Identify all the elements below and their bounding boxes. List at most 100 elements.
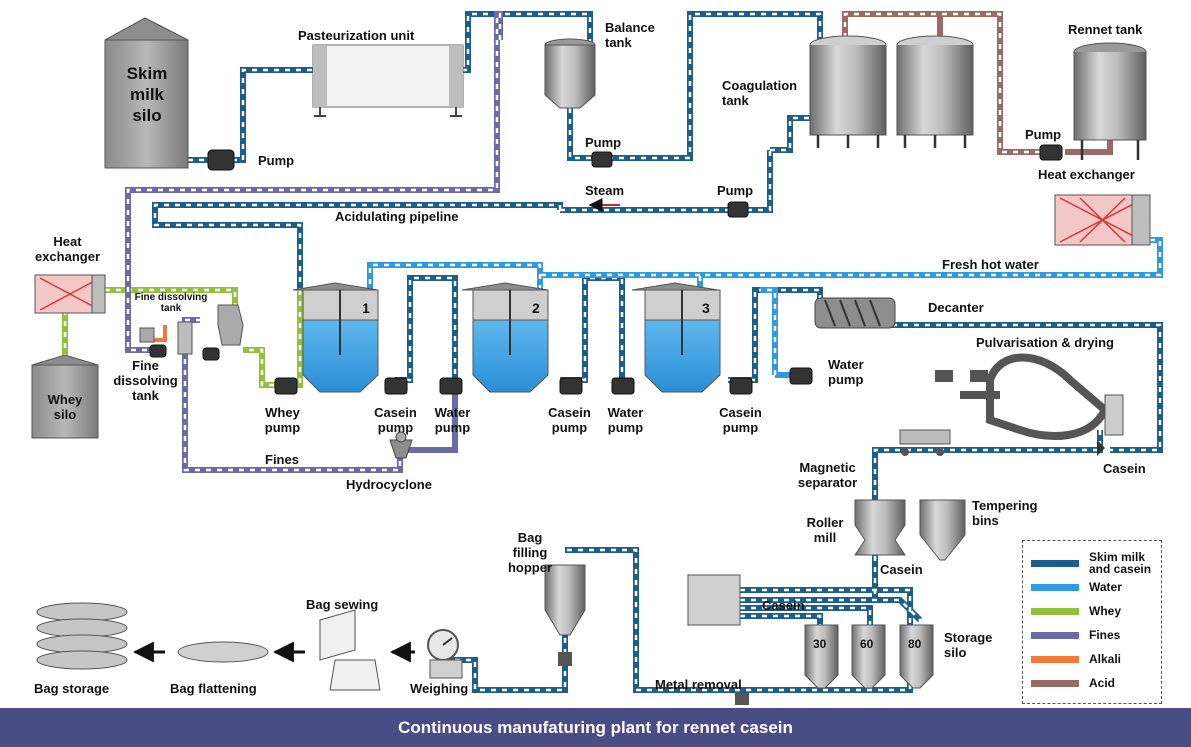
pump-balance: [591, 151, 613, 168]
legend-label: Acid: [1089, 676, 1116, 690]
coagulation-tank-1: [809, 35, 887, 148]
pumps: [149, 144, 1063, 395]
wash-tank-3: [631, 282, 721, 393]
label-fines: Fines: [265, 452, 299, 467]
bag-sewing-machine: [319, 609, 381, 691]
label-skim-milk-silo: Skim milk silo: [126, 64, 168, 125]
skim-milk-silo: [104, 17, 189, 169]
label-roller-mill: Roller mill: [806, 515, 844, 545]
dryer-details: [899, 370, 1124, 456]
pump-water-1: [439, 377, 463, 395]
pump-water-2: [611, 377, 635, 395]
legend-swatch: [1031, 655, 1079, 663]
label-fine-dissolving-tank-top: Fine dissolving tank: [134, 292, 208, 314]
weighing-scale: [427, 629, 463, 679]
label-metal-removal: Metal removal: [655, 677, 742, 692]
pump-whey: [274, 377, 298, 395]
label-pulvarisation-drying: Pulvarisation & drying: [976, 335, 1114, 350]
pump-casein-3: [729, 377, 753, 395]
bag-filling-hopper: [544, 564, 586, 666]
decanter: [814, 297, 896, 329]
pasteurization-unit: [312, 44, 464, 117]
label-pump-4: Pump: [1025, 127, 1062, 142]
legend-label: Skim milk and casein: [1089, 550, 1152, 576]
legend-item-water: Water: [1031, 581, 1122, 593]
label-heat-exchanger-left: Heat exchanger: [34, 234, 101, 264]
pump-rennet: [1039, 144, 1063, 161]
label-whey-silo: Whey silo: [47, 392, 83, 422]
wash-tank-1: [292, 282, 379, 393]
tank-number-2: 2: [532, 300, 540, 316]
whey-silo: [31, 354, 99, 439]
pump-skim: [207, 149, 235, 171]
label-casein-silos: Casein: [762, 598, 805, 613]
legend-label: Fines: [1089, 628, 1121, 642]
pulverisation-dryer: [960, 353, 1110, 440]
bag-stack: [36, 602, 128, 670]
silo-number-80: 80: [908, 637, 922, 651]
label-whey-pump: Whey pump: [264, 405, 301, 435]
storage-silos: [804, 624, 934, 689]
tank-number-1: 1: [362, 300, 370, 316]
label-bag-storage: Bag storage: [34, 681, 110, 696]
label-casein-pump-1: Casein pump: [374, 405, 417, 435]
legend-item-whey: Whey: [1031, 605, 1121, 617]
label-pump-2: Pump: [585, 135, 622, 150]
legend-swatch: [1031, 607, 1079, 615]
label-water-pump-right: Water pump: [828, 357, 864, 387]
flattened-bag: [177, 641, 269, 663]
heat-exchanger-left: [34, 274, 106, 314]
label-water-pump-1: Water pump: [434, 405, 471, 435]
diagram-title: Continuous manufaturing plant for rennet…: [0, 708, 1191, 747]
process-flow-diagram: [31, 11, 1163, 705]
legend-swatch: [1031, 559, 1079, 567]
label-storage-silo: Storage silo: [944, 630, 993, 660]
pump-casein-1: [384, 377, 408, 395]
label-casein-dryer: Casein: [1103, 461, 1146, 476]
label-acidulating-pipeline: Acidulating pipeline: [335, 209, 459, 224]
roller-mill: [854, 499, 906, 556]
silo-number-30: 30: [813, 637, 827, 651]
label-hydrocyclone: Hydrocyclone: [346, 477, 432, 492]
label-weighing: Weighing: [410, 681, 469, 696]
wash-tank-2: [461, 282, 549, 393]
label-fresh-hot-water: Fresh hot water: [942, 257, 1039, 272]
label-coagulation-tank: Coagulation tank: [722, 78, 798, 108]
rennet-tank: [1073, 42, 1147, 160]
legend-swatch: [1031, 679, 1079, 687]
legend-swatch: [1031, 631, 1079, 639]
balance-tank: [544, 38, 596, 109]
label-casein-mill: Casein: [880, 562, 923, 577]
pump-fines-2: [202, 347, 220, 361]
tempering-bins: [919, 499, 966, 561]
legend: Skim milk and casein Water Whey Fines Al…: [1022, 540, 1162, 704]
legend-item-skim-milk: Skim milk and casein: [1031, 551, 1151, 575]
label-bag-filling-hopper: Bag filling hopper: [507, 530, 553, 575]
legend-label: Alkali: [1089, 652, 1122, 666]
tank-number-3: 3: [702, 300, 710, 316]
pump-coagulation: [727, 201, 749, 218]
silo-number-60: 60: [860, 637, 874, 651]
legend-item-acid: Acid: [1031, 677, 1115, 689]
label-pump-3: Pump: [717, 183, 754, 198]
fine-dissolving-tank-equipment: [139, 304, 244, 355]
label-decanter: Decanter: [928, 300, 984, 315]
casein-distribution-box: [687, 574, 741, 626]
label-balance-tank: Balance tank: [605, 20, 655, 50]
label-fine-dissolving-tank: Fine dissolving tank: [113, 358, 178, 403]
legend-swatch: [1031, 583, 1079, 591]
label-rennet-tank: Rennet tank: [1068, 22, 1143, 37]
heat-exchanger-right: [1054, 194, 1151, 246]
label-pump-1: Pump: [258, 153, 295, 168]
legend-item-alkali: Alkali: [1031, 653, 1121, 665]
label-bag-flattening: Bag flattening: [170, 681, 257, 696]
label-magnetic-separator: Magnetic separator: [797, 460, 858, 490]
legend-label: Water: [1089, 580, 1122, 594]
pump-fines: [149, 344, 167, 358]
label-water-pump-2: Water pump: [607, 405, 644, 435]
metal-removal-unit: [735, 693, 749, 705]
label-steam: Steam: [585, 183, 625, 198]
label-casein-pump-2: Casein pump: [548, 405, 591, 435]
label-heat-exchanger-right: Heat exchanger: [1038, 167, 1135, 182]
label-tempering-bins: Tempering bins: [972, 498, 1038, 528]
